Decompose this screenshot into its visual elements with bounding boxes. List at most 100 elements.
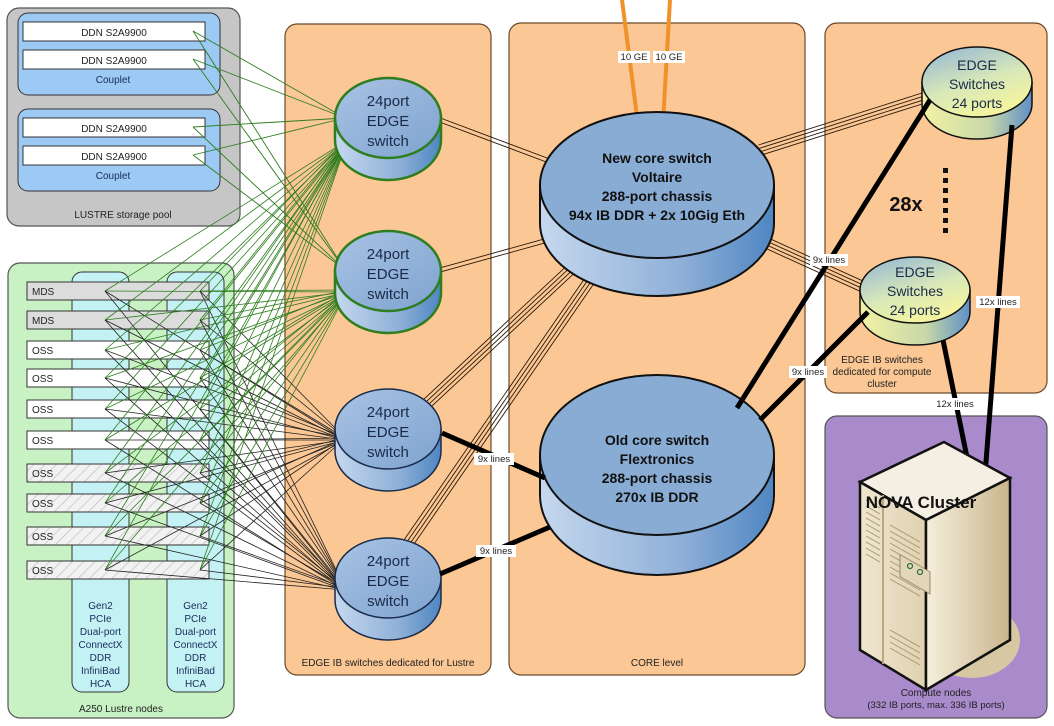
lustre-server[interactable] bbox=[26, 310, 210, 330]
server-link bbox=[104, 139, 349, 474]
ellipsis-dots bbox=[943, 168, 948, 233]
lustre-edge-zone bbox=[284, 23, 492, 676]
server-link bbox=[199, 137, 349, 292]
vent-line bbox=[865, 553, 881, 563]
cylinder-top bbox=[333, 229, 443, 313]
ddn-storage-unit[interactable] bbox=[22, 117, 206, 138]
server-link bbox=[104, 290, 349, 293]
server-link bbox=[104, 291, 349, 441]
server-link bbox=[104, 139, 349, 292]
ddn-storage-unit[interactable] bbox=[22, 49, 206, 70]
server-link bbox=[104, 139, 349, 537]
lustre-server[interactable] bbox=[26, 526, 210, 546]
hca-text: Dual-port bbox=[80, 627, 121, 638]
server-label: OSS bbox=[32, 532, 53, 543]
link-label-bg bbox=[653, 51, 685, 63]
hca-text: Gen2 bbox=[183, 601, 208, 612]
ddn-storage-unit[interactable] bbox=[22, 21, 206, 42]
core-switch-label: New core switch bbox=[602, 150, 712, 166]
link-label-bg bbox=[976, 296, 1020, 308]
ddn-unit-label: DDN S2A9900 bbox=[81, 56, 147, 67]
ddn-storage-unit[interactable] bbox=[22, 145, 206, 166]
server-link bbox=[199, 569, 346, 589]
server-link bbox=[104, 139, 349, 379]
vent-line bbox=[889, 647, 921, 666]
edge-core-link bbox=[440, 117, 561, 164]
couplet-label: Couplet bbox=[96, 75, 131, 86]
nova-cluster[interactable]: NOVA Cluster bbox=[857, 440, 1020, 693]
switch-label: EDGE bbox=[367, 573, 410, 590]
storage-link bbox=[192, 58, 346, 271]
edge-core-link bbox=[395, 276, 587, 553]
storage-pool-label: LUSTRE storage pool bbox=[74, 210, 171, 221]
vent-line bbox=[889, 578, 921, 597]
edge-core-link bbox=[418, 268, 570, 410]
link-label: 9x lines bbox=[480, 546, 512, 557]
server-side bbox=[924, 475, 1012, 693]
dot bbox=[943, 208, 948, 213]
core-edge-link bbox=[758, 90, 929, 146]
lustre-server[interactable] bbox=[26, 368, 210, 388]
server-link bbox=[199, 289, 349, 441]
edge-core-link bbox=[439, 237, 548, 269]
dot bbox=[943, 168, 948, 173]
server-link bbox=[104, 139, 349, 571]
switch-label: EDGE bbox=[367, 113, 410, 130]
vent-line bbox=[865, 505, 881, 515]
switch-label: 24 ports bbox=[890, 302, 941, 318]
core-edge-link bbox=[759, 93, 930, 149]
dot bbox=[943, 228, 948, 233]
hca-text: Gen2 bbox=[88, 601, 113, 612]
switch-label: 24 ports bbox=[952, 95, 1003, 111]
cylinder-top bbox=[859, 256, 971, 324]
hca-text: HCA bbox=[90, 679, 111, 690]
vent-line bbox=[865, 523, 881, 533]
server-link bbox=[104, 439, 346, 571]
server-link bbox=[199, 137, 349, 441]
server-link bbox=[104, 377, 346, 591]
vent-line bbox=[889, 572, 921, 591]
server-label: MDS bbox=[32, 287, 55, 298]
server-link bbox=[199, 289, 349, 537]
dot bbox=[943, 218, 948, 223]
link-label-bg bbox=[618, 51, 650, 63]
server-link bbox=[199, 319, 346, 439]
compute-label-1: Compute nodes bbox=[901, 688, 972, 699]
switch-label: switch bbox=[367, 593, 409, 610]
storage-link bbox=[192, 117, 346, 156]
vent-line bbox=[889, 524, 921, 543]
switch-label: 24port bbox=[367, 404, 410, 421]
link-label-bg bbox=[810, 254, 848, 266]
core-switch-label: 94x IB DDR + 2x 10Gig Eth bbox=[569, 207, 745, 223]
edge-core-link bbox=[440, 241, 549, 273]
vent-line bbox=[865, 517, 881, 527]
server-link bbox=[199, 439, 346, 589]
ddn-unit-label: DDN S2A9900 bbox=[81, 28, 147, 39]
server-link bbox=[104, 139, 349, 351]
server-link bbox=[199, 289, 349, 571]
link-label: 9x lines bbox=[792, 367, 824, 378]
storage-link bbox=[192, 30, 346, 271]
server-link bbox=[104, 439, 346, 504]
hca-text: PCIe bbox=[184, 614, 207, 625]
edge-core-link bbox=[423, 273, 574, 415]
server-led bbox=[916, 568, 924, 576]
core-edge-link bbox=[760, 97, 931, 153]
ddn-unit-label: DDN S2A9900 bbox=[81, 152, 147, 163]
server-link bbox=[104, 502, 346, 591]
server-link bbox=[199, 377, 346, 439]
lustre-server[interactable] bbox=[26, 340, 210, 360]
server-label: OSS bbox=[32, 405, 53, 416]
server-link bbox=[199, 535, 346, 589]
vent-line bbox=[865, 535, 881, 545]
lustre-server[interactable] bbox=[26, 493, 210, 513]
